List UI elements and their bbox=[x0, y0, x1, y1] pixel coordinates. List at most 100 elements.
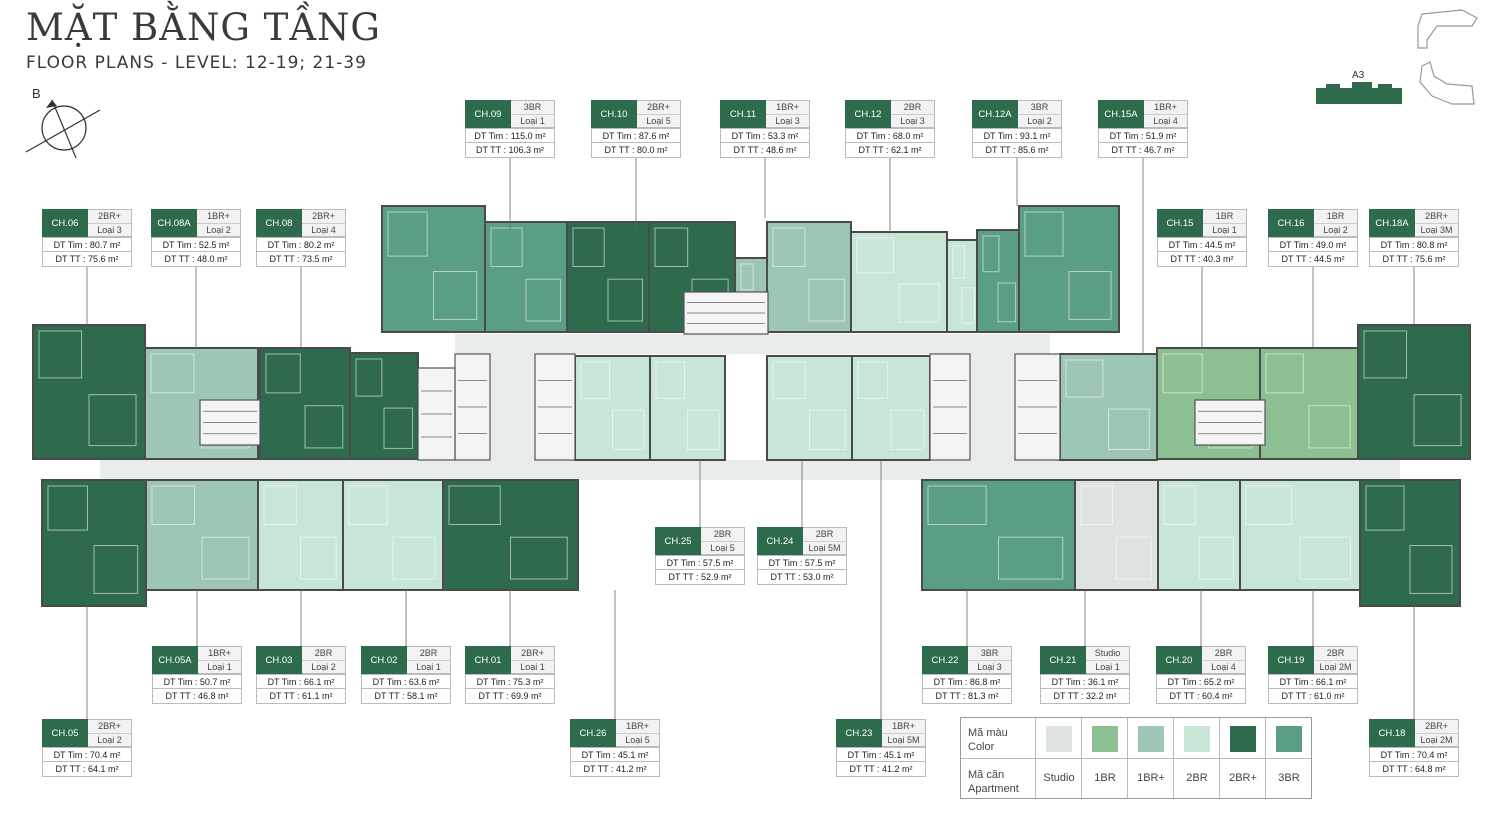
unit-dt-tim: DT Tim : 49.0 m² bbox=[1268, 237, 1358, 252]
unit-dt-tt: DT TT : 44.5 m² bbox=[1268, 252, 1358, 267]
unit-dt-tt: DT TT : 41.2 m² bbox=[570, 762, 660, 777]
unit-type-box: 1BR+Loại 1 bbox=[198, 646, 242, 674]
room-outline bbox=[1365, 485, 1405, 531]
unit-loai: Loại 2 bbox=[88, 733, 131, 747]
legend-swatch bbox=[1184, 726, 1210, 752]
room-outline bbox=[201, 536, 250, 580]
key-plan: A3 bbox=[1316, 9, 1478, 105]
room-outline bbox=[383, 407, 414, 449]
unit-loai: Loại 2 bbox=[1314, 223, 1357, 237]
service-cores bbox=[199, 291, 1266, 461]
room-outline bbox=[93, 545, 139, 594]
unit-code: CH.06 bbox=[42, 209, 88, 237]
unit-loai: Loại 2 bbox=[1018, 114, 1061, 128]
unit-dt-tim: DT Tim : 86.8 m² bbox=[922, 674, 1012, 689]
unit-code: CH.08A bbox=[151, 209, 197, 237]
unit-loai: Loại 2 bbox=[197, 223, 240, 237]
unit-dt-tt: DT TT : 46.8 m² bbox=[152, 689, 242, 704]
unit-dt-tim: DT Tim : 53.3 m² bbox=[720, 128, 810, 143]
room-outline bbox=[890, 409, 925, 451]
unit-code: CH.16 bbox=[1268, 209, 1314, 237]
corridor-left-wing bbox=[100, 460, 1400, 480]
unit-loai: Loại 5M bbox=[882, 733, 925, 747]
room-outline bbox=[1162, 353, 1203, 394]
legend-item-1br-plus: 1BR+ bbox=[1127, 718, 1174, 798]
room-outline bbox=[88, 394, 137, 447]
room-outline bbox=[1116, 536, 1152, 580]
room-outline bbox=[927, 485, 987, 525]
unit-block-ch12 bbox=[850, 231, 948, 333]
legend-swatch bbox=[1092, 726, 1118, 752]
unit-loai: Loại 1 bbox=[1086, 660, 1129, 674]
unit-dt-tt: DT TT : 40.3 m² bbox=[1157, 252, 1247, 267]
room-outline bbox=[47, 485, 89, 531]
unit-dt-tim: DT Tim : 93.1 m² bbox=[972, 128, 1062, 143]
room-outline bbox=[348, 485, 388, 525]
unit-dt-tt: DT TT : 41.2 m² bbox=[836, 762, 926, 777]
unit-dt-tim: DT Tim : 57.5 m² bbox=[757, 555, 847, 570]
unit-code: CH.15 bbox=[1157, 209, 1203, 237]
unit-type: 2BR bbox=[815, 529, 834, 539]
room-outline bbox=[809, 409, 846, 451]
unit-code: CH.10 bbox=[591, 100, 637, 128]
unit-type-box: 1BR+Loại 3 bbox=[766, 100, 810, 128]
unit-dt-tim: DT Tim : 57.5 m² bbox=[655, 555, 745, 570]
unit-code: CH.05 bbox=[42, 719, 88, 747]
unit-code: CH.15A bbox=[1098, 100, 1144, 128]
unit-dt-tt: DT TT : 64.1 m² bbox=[42, 762, 132, 777]
legend-swatch bbox=[1138, 726, 1164, 752]
room-outline bbox=[998, 536, 1064, 580]
room-outline bbox=[580, 361, 610, 399]
unit-loai: Loại 2M bbox=[1415, 733, 1458, 747]
room-outline bbox=[952, 245, 965, 279]
unit-dt-tim: DT Tim : 52.5 m² bbox=[151, 237, 241, 252]
room-outline bbox=[654, 227, 689, 267]
unit-code: CH.11 bbox=[720, 100, 766, 128]
room-outline bbox=[1108, 408, 1150, 450]
unit-type: 3BR bbox=[980, 648, 999, 658]
unit-type: Studio bbox=[1094, 648, 1121, 658]
unit-type: 1BR+ bbox=[776, 102, 799, 112]
unit-dt-tt: DT TT : 48.6 m² bbox=[720, 143, 810, 158]
unit-loai: Loại 3M bbox=[1415, 223, 1458, 237]
unit-loai: Loại 5 bbox=[701, 541, 744, 555]
unit-dt-tim: DT Tim : 75.3 m² bbox=[465, 674, 555, 689]
unit-loai: Loại 3 bbox=[968, 660, 1011, 674]
key-plan-label: A3 bbox=[1352, 70, 1365, 81]
room-outline bbox=[1363, 330, 1408, 379]
unit-type-box: 2BR+Loại 5 bbox=[637, 100, 681, 128]
unit-code: CH.21 bbox=[1040, 646, 1086, 674]
unit-code: CH.23 bbox=[836, 719, 882, 747]
unit-dt-tim: DT Tim : 66.1 m² bbox=[256, 674, 346, 689]
unit-type: 2BR bbox=[314, 648, 333, 658]
room-outline bbox=[387, 211, 428, 257]
unit-dt-tt: DT TT : 48.0 m² bbox=[151, 252, 241, 267]
unit-code: CH.05A bbox=[152, 646, 198, 674]
unit-type-box: 3BR Loại 3 bbox=[968, 646, 1012, 674]
room-outline bbox=[1299, 536, 1351, 580]
room-outline bbox=[997, 282, 1017, 323]
unit-code: CH.08 bbox=[256, 209, 302, 237]
room-outline bbox=[961, 287, 976, 324]
unit-dt-tt: DT TT : 61.0 m² bbox=[1268, 689, 1358, 704]
unit-loai: Loại 3 bbox=[88, 223, 131, 237]
legend-apartment-label: Mã căn Apartment bbox=[968, 769, 1019, 795]
